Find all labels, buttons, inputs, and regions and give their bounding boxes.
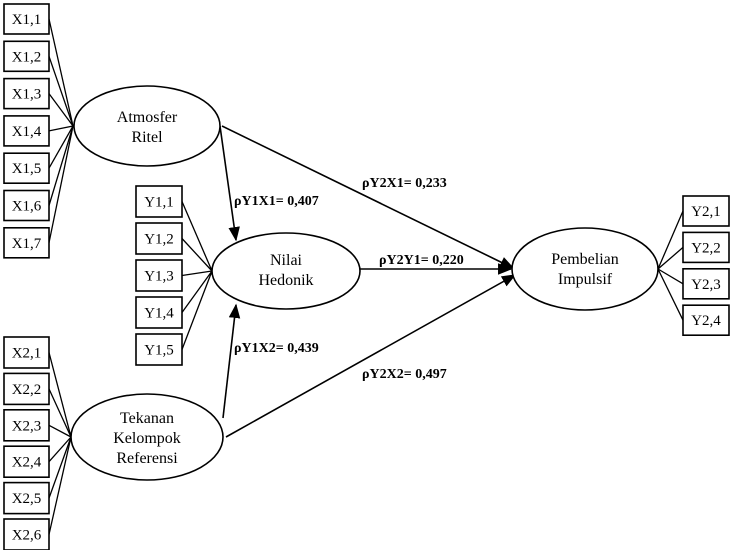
path-arrow-y2x2 — [225, 274, 517, 438]
connector-y1 — [181, 270, 213, 313]
indicators-y1: Y1,1Y1,2Y1,3Y1,4Y1,5 — [135, 185, 183, 366]
indicator-box: X2,4 — [3, 445, 50, 479]
construct-label: Ritel — [131, 129, 163, 146]
connector-x1 — [48, 125, 74, 132]
path-arrow-y2x1 — [221, 125, 515, 269]
indicator-box: Y1,2 — [135, 222, 183, 255]
indicator-box: X2,6 — [3, 518, 50, 550]
coef-y2x1: ρY2X1= 0,233 — [362, 176, 447, 191]
connector-x1 — [48, 93, 74, 127]
indicator-box: Y2,3 — [682, 267, 730, 300]
indicator-label: X1,7 — [12, 236, 42, 252]
construct-label: Impulsif — [558, 271, 613, 288]
connector-y2 — [657, 268, 684, 321]
indicator-label: Y2,1 — [691, 204, 721, 220]
connector-y2 — [657, 246, 684, 270]
indicator-label: X2,4 — [12, 455, 42, 471]
indicator-label: Y1,3 — [144, 269, 174, 285]
indicator-label: X1,3 — [12, 87, 42, 103]
indicator-box: Y1,3 — [135, 259, 183, 292]
construct-pembelian-impulsif: Pembelian Impulsif — [511, 227, 659, 311]
connector-y1 — [181, 270, 213, 277]
construct-label: Nilai — [270, 252, 303, 269]
connector-x1 — [48, 125, 74, 243]
connector-y2 — [657, 268, 684, 285]
construct-label: Referensi — [116, 450, 178, 467]
connector-x2 — [48, 436, 72, 463]
indicator-label: Y2,3 — [691, 277, 721, 293]
indicator-label: Y2,2 — [691, 240, 721, 256]
indicators-x1: X1,1X1,2X1,3X1,4X1,5X1,6X1,7 — [3, 3, 50, 259]
indicator-box: Y1,4 — [135, 296, 183, 329]
indicator-box: X1,7 — [3, 227, 50, 259]
indicator-connectors — [48, 18, 684, 535]
indicator-box: Y2,4 — [682, 304, 730, 337]
indicator-box: X2,2 — [3, 372, 50, 406]
indicator-box: X1,1 — [3, 3, 50, 35]
indicator-label: X1,1 — [12, 12, 42, 28]
indicator-label: Y1,5 — [144, 343, 174, 359]
indicator-label: X1,6 — [12, 199, 42, 215]
structural-paths — [219, 125, 517, 438]
connector-x1 — [48, 56, 74, 127]
indicator-box: Y1,5 — [135, 333, 183, 366]
indicator-box: X2,1 — [3, 336, 50, 369]
indicator-box: Y2,1 — [682, 195, 730, 227]
construct-label: Kelompok — [113, 430, 181, 447]
indicator-box: Y2,2 — [682, 231, 730, 264]
indicator-label: Y1,2 — [144, 232, 174, 248]
indicators-x2: X2,1X2,2X2,3X2,4X2,5X2,6 — [3, 336, 50, 550]
connector-x1 — [48, 125, 74, 206]
indicator-label: X1,5 — [12, 161, 42, 177]
indicator-label: X2,3 — [12, 418, 42, 434]
indicator-label: Y1,4 — [144, 306, 174, 322]
connector-y1 — [181, 238, 213, 272]
coef-y2x2: ρY2X2= 0,497 — [362, 367, 447, 382]
indicator-label: X1,4 — [12, 124, 42, 140]
indicator-box: X1,3 — [3, 77, 50, 110]
indicator-label: Y1,1 — [144, 195, 174, 211]
path-arrow-y1x2 — [222, 303, 241, 419]
indicator-box: X1,4 — [3, 115, 50, 147]
connector-x2 — [48, 352, 72, 438]
construct-atmosfer-ritel: Atmosfer Ritel — [73, 85, 221, 167]
indicator-label: X1,2 — [12, 49, 42, 65]
indicator-box: X2,5 — [3, 481, 50, 515]
indicator-label: X2,5 — [12, 491, 42, 507]
construct-label: Tekanan — [120, 410, 174, 427]
construct-label: Pembelian — [551, 251, 619, 268]
indicator-box: Y1,1 — [135, 185, 183, 218]
coef-y2y1: ρY2Y1= 0,220 — [379, 253, 464, 268]
construct-label: Hedonik — [258, 272, 313, 289]
indicator-box: X2,3 — [3, 408, 50, 442]
connector-x2 — [48, 424, 72, 438]
indicator-label: X2,2 — [12, 382, 42, 398]
connector-x2 — [48, 436, 72, 499]
indicator-box: X1,6 — [3, 189, 50, 222]
indicators-y2: Y2,1Y2,2Y2,3Y2,4 — [682, 195, 730, 337]
connector-y2 — [657, 210, 684, 270]
path-arrow-y1x1 — [219, 125, 240, 242]
connector-y1 — [181, 201, 213, 272]
indicator-label: Y2,4 — [691, 313, 721, 329]
construct-tekanan-kelompok-referensi: Tekanan Kelompok Referensi — [70, 393, 224, 481]
connector-x1 — [48, 18, 74, 127]
connector-x1 — [48, 125, 74, 169]
coef-y1x2: ρY1X2= 0,439 — [234, 341, 319, 356]
indicator-box: X1,5 — [3, 152, 50, 184]
connector-y1 — [181, 270, 213, 350]
construct-nilai-hedonik: Nilai Hedonik — [211, 232, 361, 310]
coef-y1x1: ρY1X1= 0,407 — [234, 194, 319, 209]
indicator-label: X2,6 — [12, 528, 42, 544]
construct-label: Atmosfer — [117, 109, 178, 126]
connector-x2 — [48, 436, 72, 535]
indicator-box: X1,2 — [3, 40, 50, 73]
indicator-label: X2,1 — [12, 346, 42, 362]
connector-x2 — [48, 388, 72, 438]
